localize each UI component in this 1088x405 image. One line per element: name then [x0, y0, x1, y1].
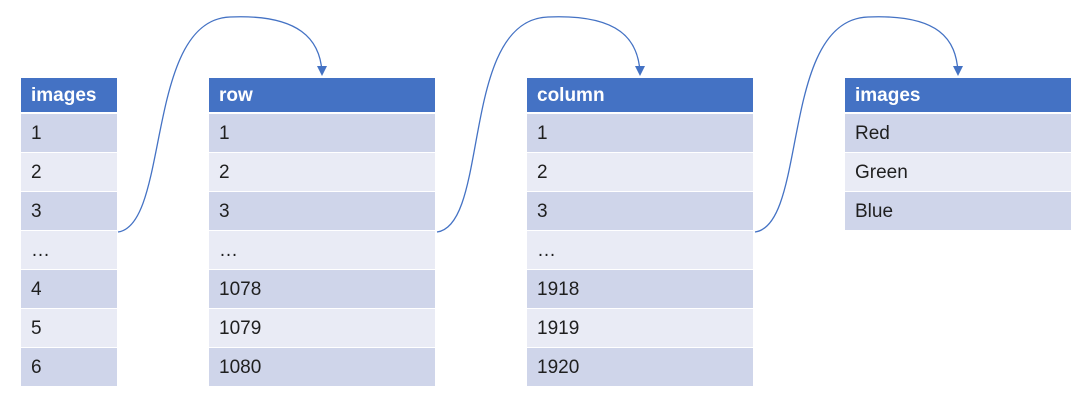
- channels-table: images Red Green Blue: [845, 78, 1071, 231]
- table-row: 1: [527, 114, 753, 153]
- channels-table-header: images: [845, 78, 1071, 114]
- table-row: 5: [21, 309, 117, 348]
- arrowhead-3: [953, 66, 963, 76]
- table-row: 3: [209, 192, 435, 231]
- table-row: …: [527, 231, 753, 270]
- table-row: 1079: [209, 309, 435, 348]
- table-row: 3: [21, 192, 117, 231]
- table-row: 1: [21, 114, 117, 153]
- table-row: 1919: [527, 309, 753, 348]
- table-row: Green: [845, 153, 1071, 192]
- table-row: Blue: [845, 192, 1071, 231]
- table-row: 1918: [527, 270, 753, 309]
- arrowhead-2: [635, 66, 645, 76]
- arrowhead-1: [317, 66, 327, 76]
- row-table: row 1 2 3 … 1078 1079 1080: [209, 78, 435, 387]
- table-row: 4: [21, 270, 117, 309]
- table-row: 1: [209, 114, 435, 153]
- table-row: …: [21, 231, 117, 270]
- table-row: 3: [527, 192, 753, 231]
- table-row: 6: [21, 348, 117, 387]
- column-table: column 1 2 3 … 1918 1919 1920: [527, 78, 753, 387]
- table-row: …: [209, 231, 435, 270]
- table-row: 1078: [209, 270, 435, 309]
- table-row: 2: [21, 153, 117, 192]
- images-table: images 1 2 3 … 4 5 6: [21, 78, 117, 387]
- table-row: Red: [845, 114, 1071, 153]
- table-row: 2: [527, 153, 753, 192]
- row-table-header: row: [209, 78, 435, 114]
- column-table-header: column: [527, 78, 753, 114]
- images-table-header: images: [21, 78, 117, 114]
- table-row: 2: [209, 153, 435, 192]
- table-row: 1920: [527, 348, 753, 387]
- table-row: 1080: [209, 348, 435, 387]
